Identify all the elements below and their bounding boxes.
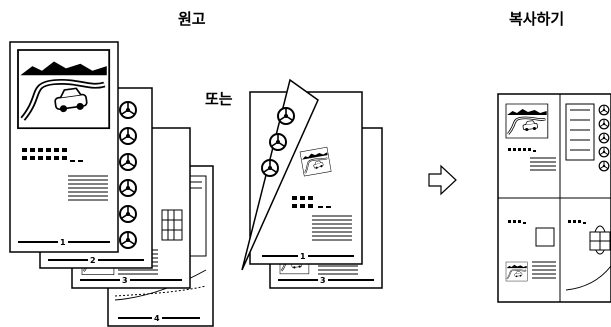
folded-variant: 3 1	[241, 78, 383, 289]
copy-result-page	[497, 93, 611, 303]
page-number-1: 1	[60, 238, 66, 247]
or-label: 또는	[205, 90, 233, 108]
page-number-4: 4	[154, 314, 160, 323]
page-number-2: 2	[90, 256, 96, 265]
original-page-1: 1	[9, 41, 119, 253]
page-number-3: 3	[122, 276, 128, 285]
folded-page-number-3: 3	[320, 276, 326, 285]
original-label: 원고	[178, 10, 206, 28]
right-arrow-outline-icon	[428, 164, 457, 196]
copy-label: 복사하기	[509, 10, 565, 28]
folded-page-number-1: 1	[300, 252, 306, 261]
